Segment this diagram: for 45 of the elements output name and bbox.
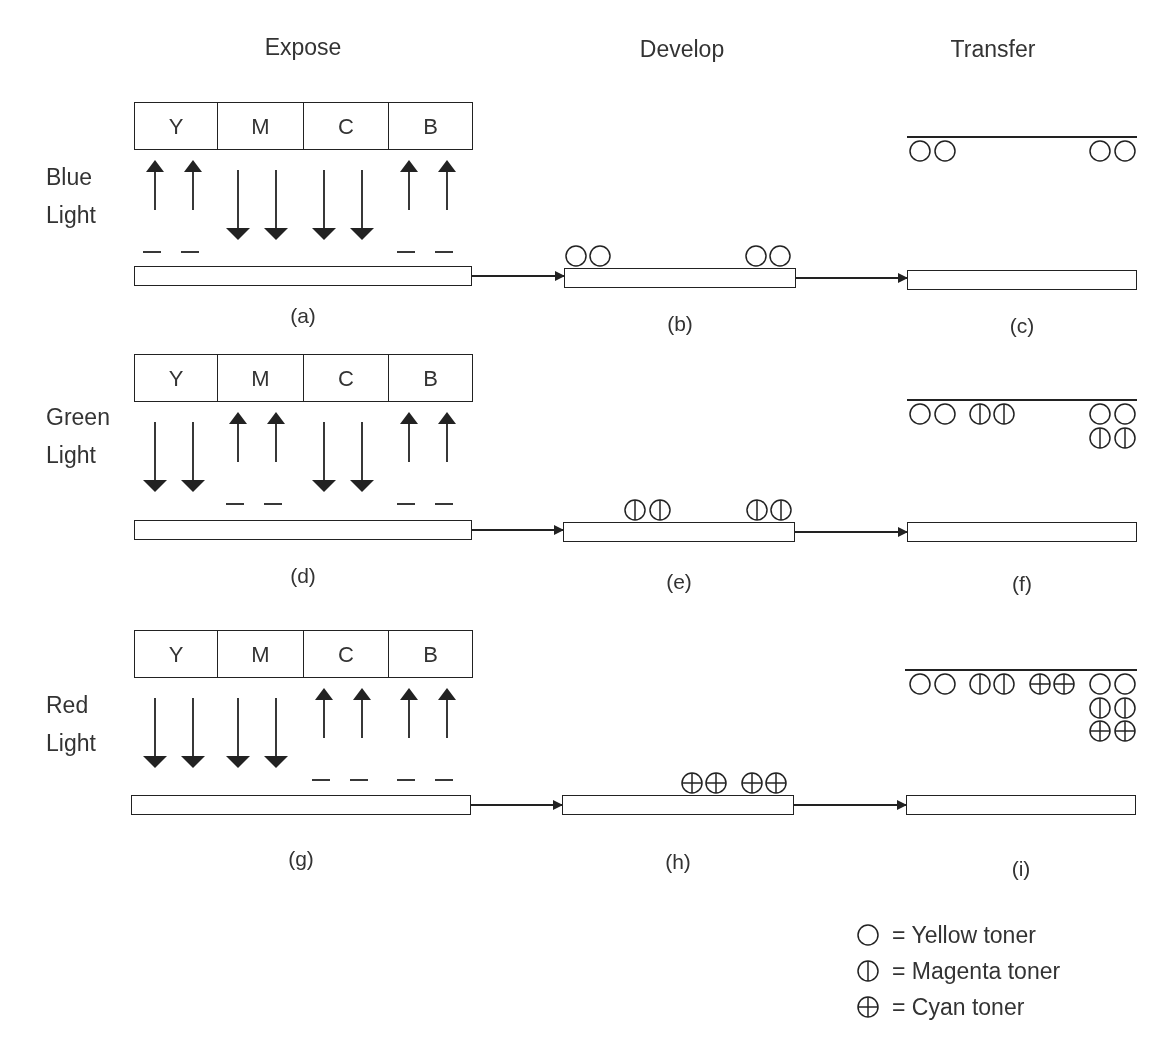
- arrow: [794, 527, 908, 537]
- filter-box: B: [388, 354, 473, 402]
- filter-box: Y: [134, 354, 218, 402]
- filter-box: B: [388, 102, 473, 150]
- filter-box: B: [388, 630, 473, 678]
- photoconductor-bar: [906, 795, 1136, 815]
- column-heading: Develop: [639, 35, 725, 64]
- panel-label: (i): [1011, 856, 1031, 882]
- panel-label: (d): [290, 563, 316, 589]
- arrow: [795, 273, 908, 283]
- panel-label: (e): [666, 569, 692, 595]
- photoconductor-bar: [563, 522, 795, 542]
- filter-box: C: [303, 354, 389, 402]
- panel-label: (a): [290, 303, 316, 329]
- arrow: [470, 800, 563, 810]
- column-heading: Expose: [264, 33, 342, 62]
- photoconductor-bar: [907, 522, 1137, 542]
- light-label: Red Light: [46, 691, 97, 758]
- photoconductor-bar: [134, 520, 472, 540]
- filter-box: M: [217, 630, 304, 678]
- panel-label: (h): [665, 849, 691, 875]
- filter-box: Y: [134, 630, 218, 678]
- panel-label: (g): [288, 846, 314, 872]
- panel-label: (c): [1009, 313, 1035, 339]
- legend-text: = Yellow toner: [892, 921, 1036, 950]
- photoconductor-bar: [131, 795, 471, 815]
- panel-label: (b): [667, 311, 693, 337]
- filter-box: C: [303, 102, 389, 150]
- light-label: Green Light: [46, 403, 111, 470]
- photoconductor-bar: [562, 795, 794, 815]
- filter-box: Y: [134, 102, 218, 150]
- arrow: [471, 271, 565, 281]
- panel-label: (f): [1012, 571, 1032, 597]
- photoconductor-bar: [564, 268, 796, 288]
- legend-text: = Cyan toner: [892, 993, 1025, 1022]
- filter-box: M: [217, 102, 304, 150]
- legend-text: = Magenta toner: [892, 957, 1061, 986]
- light-label: Blue Light: [46, 163, 97, 230]
- arrow: [471, 525, 564, 535]
- filter-box: M: [217, 354, 304, 402]
- photoconductor-bar: [134, 266, 472, 286]
- column-heading: Transfer: [950, 35, 1036, 64]
- photoconductor-bar: [907, 270, 1137, 290]
- arrow: [793, 800, 907, 810]
- filter-box: C: [303, 630, 389, 678]
